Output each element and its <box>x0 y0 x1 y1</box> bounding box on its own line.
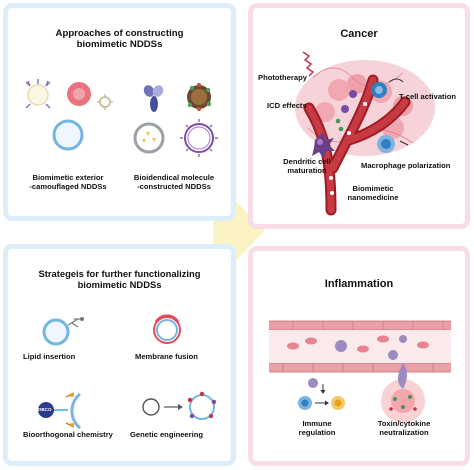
cancer-illustration <box>295 51 435 216</box>
immune-label-line1: Immune <box>302 419 332 428</box>
lipid-insertion-icon <box>42 317 84 346</box>
blood-vessel-icon <box>303 74 411 216</box>
lipid-insertion-label: Lipid insertion <box>23 352 76 361</box>
exterior-label-line1: Biomimetic exterior <box>32 173 104 182</box>
approaches-title-line1: Approaches of constructing <box>55 28 184 39</box>
bioorthogonal-label: Bioorthogonal chemistry <box>23 430 113 439</box>
phototherapy-label: Phototherapy <box>258 73 307 82</box>
dendritic-cell-icon <box>312 132 335 159</box>
molecule-label-line2: -constructed NDDSs <box>137 182 211 192</box>
dendritic-label-line2: maturation <box>287 166 327 176</box>
strategies-title-line2: biomimetic NDDSs <box>77 278 162 290</box>
approaches-illustration <box>25 79 218 157</box>
toxin-neutralization-icon <box>381 363 425 423</box>
inflammation-illustration <box>269 320 451 423</box>
immune-cell-icon <box>341 105 349 113</box>
molecule-constructed-label: Bioidendical molecule -constructed NDDSs <box>120 173 228 191</box>
strategies-title: Strategeis for further functionalizing b… <box>8 268 231 291</box>
strategies-title-line1: Strategeis for further functionalizing <box>38 268 201 279</box>
immune-regulation-icon <box>298 378 345 410</box>
biomimetic-nanomedicine-label: Biomimetic nanomedicine <box>341 184 405 202</box>
toxin-neutralization-label: Toxin/cytokine neutralization <box>371 419 437 437</box>
membrane-fusion-label: Membrane fusion <box>135 352 198 361</box>
nanomedicine-label-line1: Biomimetic <box>352 184 394 193</box>
dbco-label: DBCO <box>38 407 52 412</box>
cell-membrane-vesicle-icon <box>52 119 84 151</box>
protein-corona-nanoparticle-icon <box>187 83 212 111</box>
exosome-icon <box>180 119 218 157</box>
cancer-panel: Cancer <box>248 3 470 229</box>
liposome-icon <box>133 122 165 154</box>
approaches-title-line2: biomimetic NDDSs <box>76 39 163 51</box>
cancer-cell-icon <box>67 82 91 106</box>
cancer-title: Cancer <box>340 28 378 40</box>
inflammation-title: Inflammation <box>324 278 394 290</box>
light-wave-icon <box>302 51 315 77</box>
immune-label-line2: regulation <box>298 428 336 438</box>
macrophage-icon <box>377 135 395 153</box>
toxin-label-line1: Toxin/cytokine <box>377 419 431 428</box>
strategies-illustration <box>38 314 217 430</box>
polarization-arrow-icon <box>399 140 409 146</box>
approaches-panel: Approaches of constructing biomimetic ND… <box>3 3 236 221</box>
immune-regulation-label: Immune regulation <box>287 419 347 437</box>
molecule-label-line1: Bioidendical molecule <box>133 173 215 182</box>
blood-cells-icon <box>287 335 429 360</box>
genetic-engineering-label: Genetic engineering <box>130 430 204 439</box>
toxin-label-line2: neutralization <box>379 428 429 438</box>
membrane-fusion-icon <box>153 314 181 344</box>
tcell-activation-label: T cell activation <box>399 92 456 101</box>
approaches-title: Approaches of constructing biomimetic ND… <box>8 28 231 50</box>
exterior-label-line2: -camouflaged NDDSs <box>29 182 107 192</box>
icd-marker-icon <box>335 118 341 124</box>
vessel-wall-icon <box>269 320 451 373</box>
platelet-cell-icon <box>25 79 51 109</box>
nanomedicine-label-line2: nanomedicine <box>347 193 399 203</box>
activation-arrow-icon <box>388 78 404 83</box>
exterior-camouflaged-label: Biomimetic exterior -camouflaged NDDSs <box>16 173 120 191</box>
dendritic-label-line1: Dendritic cell <box>283 157 331 166</box>
bioorthogonal-chemistry-icon <box>38 392 82 430</box>
icd-marker-icon <box>338 126 344 132</box>
genetic-engineering-icon <box>142 391 217 420</box>
icd-effects-label: ICD effects <box>267 101 307 110</box>
dendritic-maturation-label: Dendritic cell maturation <box>277 157 337 175</box>
leukocyte-icon <box>97 94 113 110</box>
immune-cell-icon <box>349 90 357 98</box>
strategies-panel: Strategeis for further functionalizing b… <box>3 244 236 466</box>
inflammation-panel: Inflammation <box>248 246 470 466</box>
protein-icon <box>143 85 164 112</box>
macrophage-polarization-label: Macrophage polarization <box>361 161 451 170</box>
t-cell-icon <box>371 82 387 98</box>
